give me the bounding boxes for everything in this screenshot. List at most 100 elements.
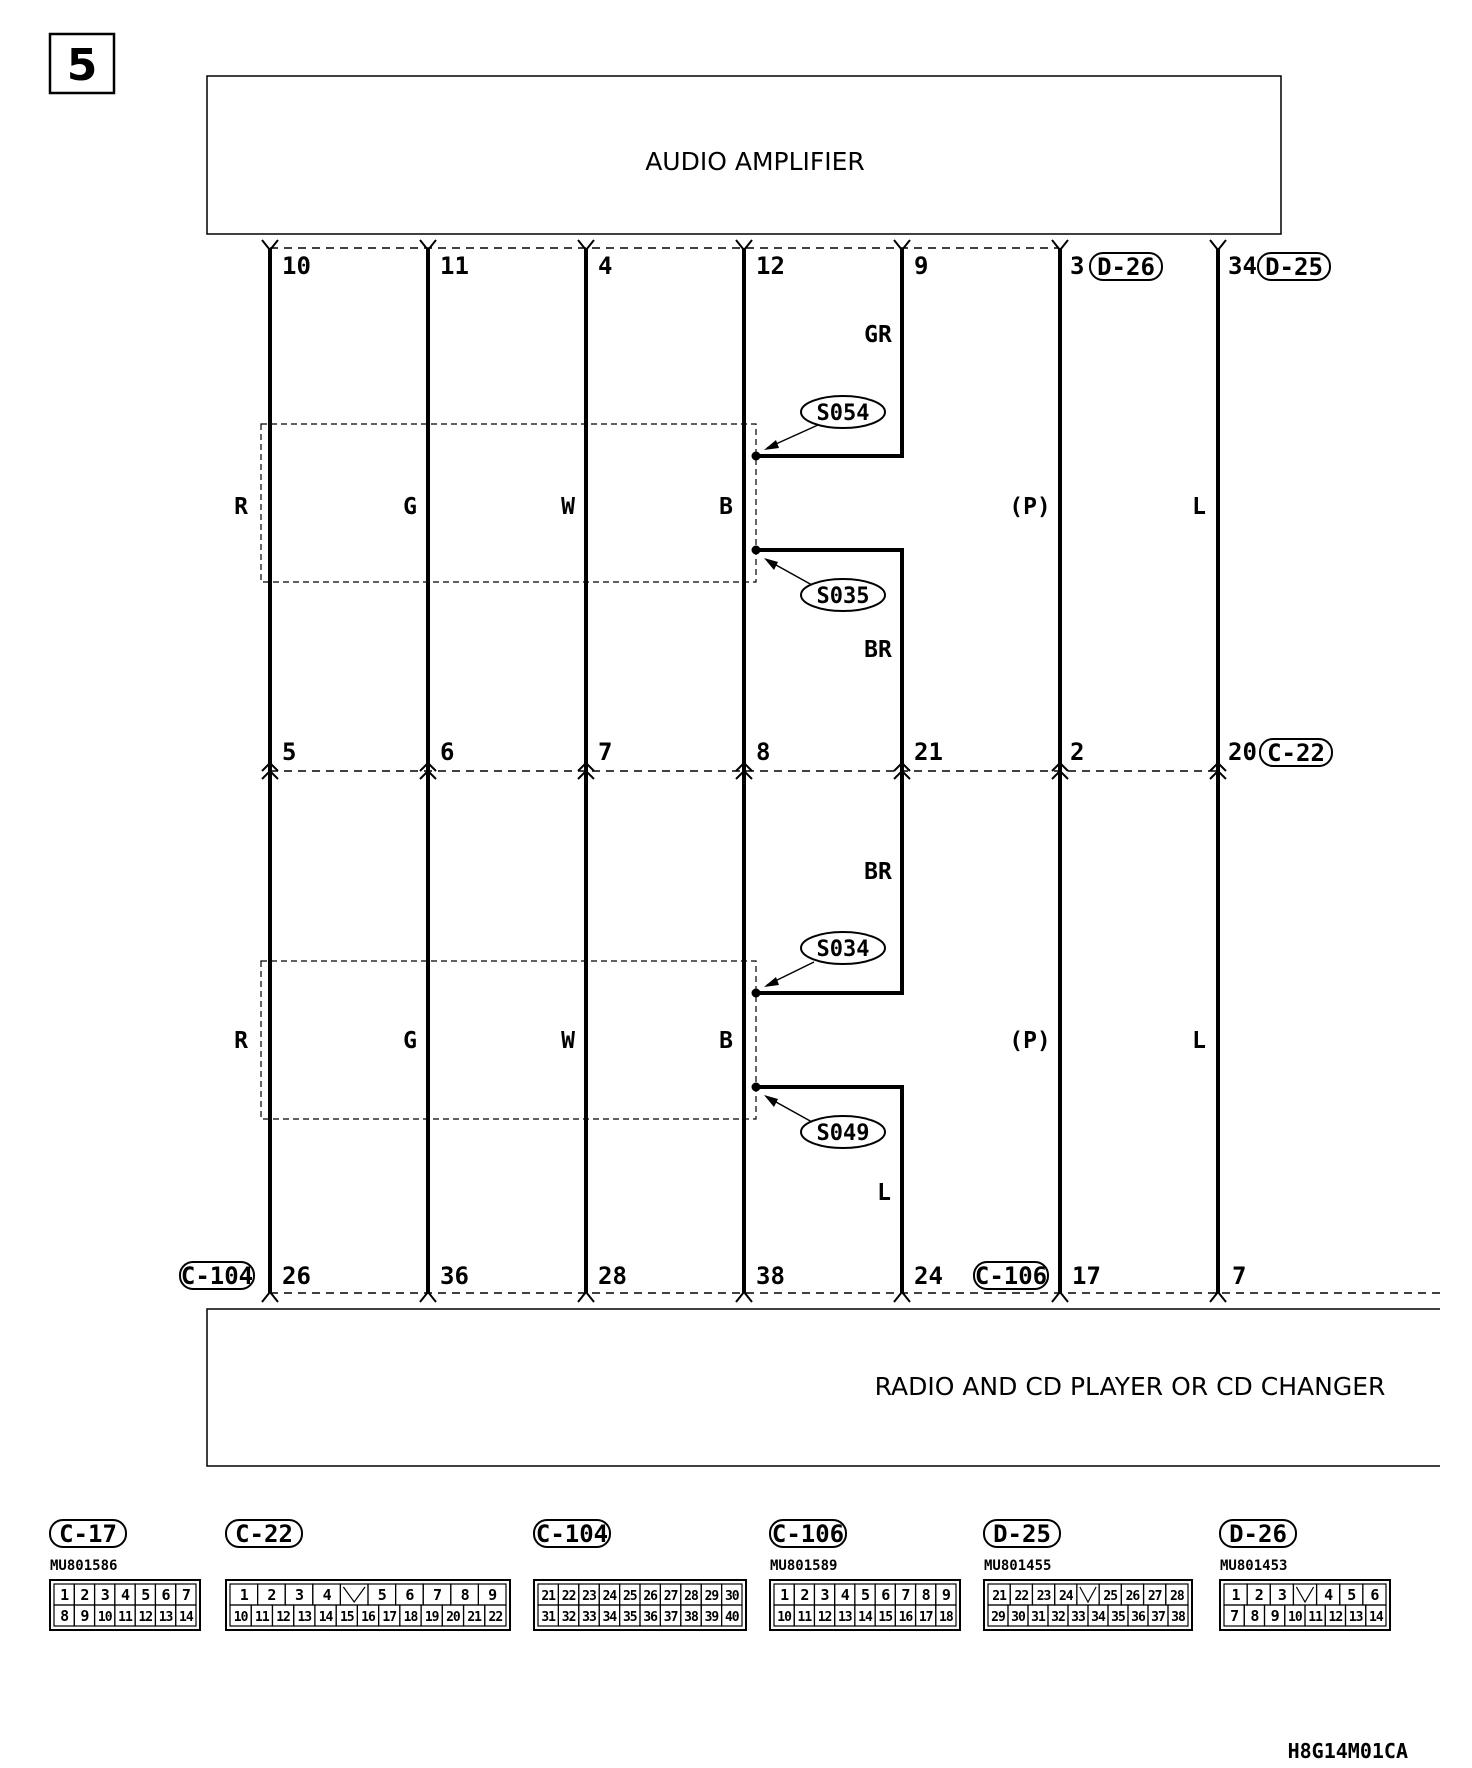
pin-label: 28 [598, 1262, 627, 1290]
connector-pin: 13 [838, 1610, 852, 1625]
svg-text:S034: S034 [817, 937, 870, 962]
pin-label: 24 [914, 1262, 943, 1290]
connector-pin: 40 [725, 1610, 740, 1625]
connector-pin: 13 [297, 1610, 311, 1625]
connector-pin: 2 [1255, 1586, 1263, 1604]
connector-tag-d26: D-26 [1089, 252, 1163, 281]
connector-pin: 19 [425, 1610, 439, 1625]
connector-pin: 4 [323, 1586, 332, 1604]
connector-pin: 9 [80, 1607, 89, 1625]
pin-label: 17 [1072, 1262, 1101, 1290]
connector-pin: 29 [705, 1589, 719, 1604]
svg-text:C-22: C-22 [1267, 739, 1325, 767]
connector-pin: 36 [1131, 1610, 1146, 1625]
connector-view-label: C-106 [772, 1520, 844, 1548]
connector-pin: 30 [725, 1589, 740, 1604]
pin-label: 11 [440, 252, 469, 280]
connector-pin: 11 [798, 1610, 813, 1625]
connector-pin: 38 [1171, 1610, 1186, 1625]
connector-pin: 7 [182, 1586, 190, 1604]
connector-view-label: D-25 [993, 1520, 1051, 1548]
connector-pin: 12 [1329, 1610, 1343, 1625]
connector-pin: 38 [684, 1610, 699, 1625]
connector-pin: 39 [705, 1610, 719, 1625]
connector-pin: 12 [276, 1610, 290, 1625]
wire-color-label: W [561, 1028, 575, 1054]
wire-color-label: (P) [1009, 494, 1051, 520]
connector-pin: 35 [623, 1610, 637, 1625]
connector-pin: 8 [60, 1607, 69, 1625]
pin-label: 4 [598, 252, 612, 280]
connector-pin: 4 [841, 1586, 850, 1604]
mid-pin-numbers: 5 6 7 8 21 2 20 [282, 738, 1257, 766]
wire-color-gr: GR [864, 322, 892, 348]
connector-pin: 21 [992, 1589, 1007, 1604]
connector-pin: 32 [1051, 1610, 1065, 1625]
connector-pin: 13 [159, 1610, 173, 1625]
wire-color-br-upper: BR [864, 637, 892, 663]
connector-pin: 1 [1232, 1586, 1241, 1604]
connector-pin: 13 [1349, 1610, 1363, 1625]
connector-pin: 2 [800, 1586, 808, 1604]
connector-pin: 2 [80, 1586, 88, 1604]
connector-pin: 24 [1059, 1589, 1074, 1604]
wire-colors-upper: R G W B (P) L [234, 494, 1206, 520]
pin-label: 2 [1070, 738, 1084, 766]
connector-pin: 32 [562, 1610, 576, 1625]
connector-view-label: D-26 [1229, 1520, 1287, 1548]
connector-part-number: MU801589 [770, 1558, 837, 1574]
radio-cd-title: RADIO AND CD PLAYER OR CD CHANGER [875, 1372, 1386, 1401]
wire-color-label: (P) [1009, 1028, 1051, 1054]
pin-label: 34 [1228, 252, 1257, 280]
connector-pin: 16 [899, 1610, 914, 1625]
pin-label: 12 [756, 252, 785, 280]
connector-tag-c106: C-106 [973, 1261, 1049, 1290]
wire-color-label: R [234, 494, 248, 520]
connector-pin: 11 [1308, 1610, 1323, 1625]
connector-pin: 22 [562, 1589, 576, 1604]
connector-pin: 6 [1370, 1586, 1379, 1604]
connector-pin: 10 [1288, 1610, 1303, 1625]
connector-pin: 37 [664, 1610, 678, 1625]
connector-pin: 11 [255, 1610, 270, 1625]
connector-pin: 34 [603, 1610, 618, 1625]
connector-pin: 27 [1148, 1589, 1162, 1604]
connector-pin: 5 [1347, 1586, 1356, 1604]
connector-part-number: MU801586 [50, 1558, 117, 1574]
wire-color-label: B [719, 1028, 733, 1054]
connector-pin: 7 [1230, 1607, 1238, 1625]
connector-pin: 5 [141, 1586, 150, 1604]
pin-label: 10 [282, 252, 311, 280]
wire-color-l: L [877, 1180, 891, 1206]
connector-pin: 12 [138, 1610, 152, 1625]
connector-pin: 17 [919, 1610, 933, 1625]
wire-l-s049 [756, 1085, 904, 1293]
top-pin-numbers: 10 11 4 12 9 3 34 [282, 252, 1257, 280]
connector-pin: 4 [121, 1586, 130, 1604]
connector-pin: 18 [404, 1610, 419, 1625]
wire-color-br-lower: BR [864, 859, 892, 885]
connector-pin: 29 [991, 1610, 1005, 1625]
connector-pin: 26 [643, 1589, 658, 1604]
svg-text:D-26: D-26 [1097, 253, 1155, 281]
connector-pin: 6 [162, 1586, 171, 1604]
connector-pin: 1 [240, 1586, 249, 1604]
connector-pin: 28 [1170, 1589, 1185, 1604]
connector-pin: 28 [684, 1589, 699, 1604]
shield-outlines [260, 423, 757, 1120]
connector-pin: 11 [118, 1610, 133, 1625]
pin-label: 8 [756, 738, 770, 766]
connector-pin: 1 [60, 1586, 69, 1604]
connector-pin: 10 [777, 1610, 792, 1625]
connector-view-label: C-17 [59, 1520, 117, 1548]
svg-text:D-25: D-25 [1265, 253, 1323, 281]
connector-pin: 25 [623, 1589, 637, 1604]
splice-s035: S035 [764, 558, 886, 612]
splice-s054: S054 [764, 395, 886, 450]
connector-pin: 14 [319, 1610, 334, 1625]
connector-pin: 23 [582, 1589, 596, 1604]
